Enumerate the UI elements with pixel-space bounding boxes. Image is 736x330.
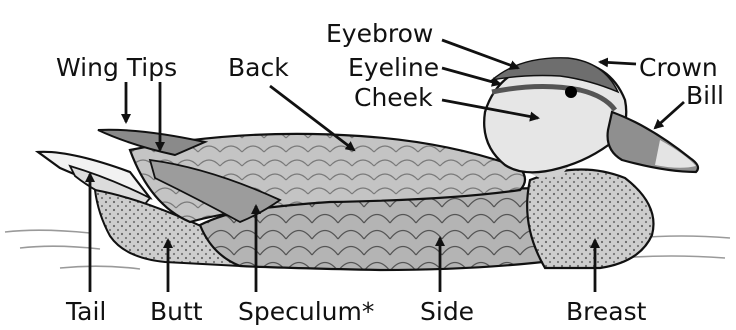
label-back: Back: [228, 53, 289, 82]
crown-arrow: [600, 62, 636, 64]
label-eyeline: Eyeline: [348, 53, 439, 82]
breast-region: [527, 169, 653, 268]
label-cheek: Cheek: [354, 83, 433, 112]
eyebrow-arrow: [442, 40, 518, 68]
label-wing-tips: Wing Tips: [56, 53, 177, 82]
label-crown: Crown: [639, 53, 718, 82]
eye: [565, 86, 577, 98]
bill-tip: [655, 140, 696, 168]
label-speculum: Speculum*: [238, 297, 374, 326]
label-breast: Breast: [566, 297, 647, 326]
label-tail: Tail: [65, 297, 106, 326]
eyeline-arrow: [442, 68, 500, 84]
bill-arrow: [655, 102, 684, 128]
label-bill: Bill: [686, 81, 724, 110]
label-side: Side: [420, 297, 474, 326]
label-butt: Butt: [150, 297, 203, 326]
label-eyebrow: Eyebrow: [326, 19, 433, 48]
